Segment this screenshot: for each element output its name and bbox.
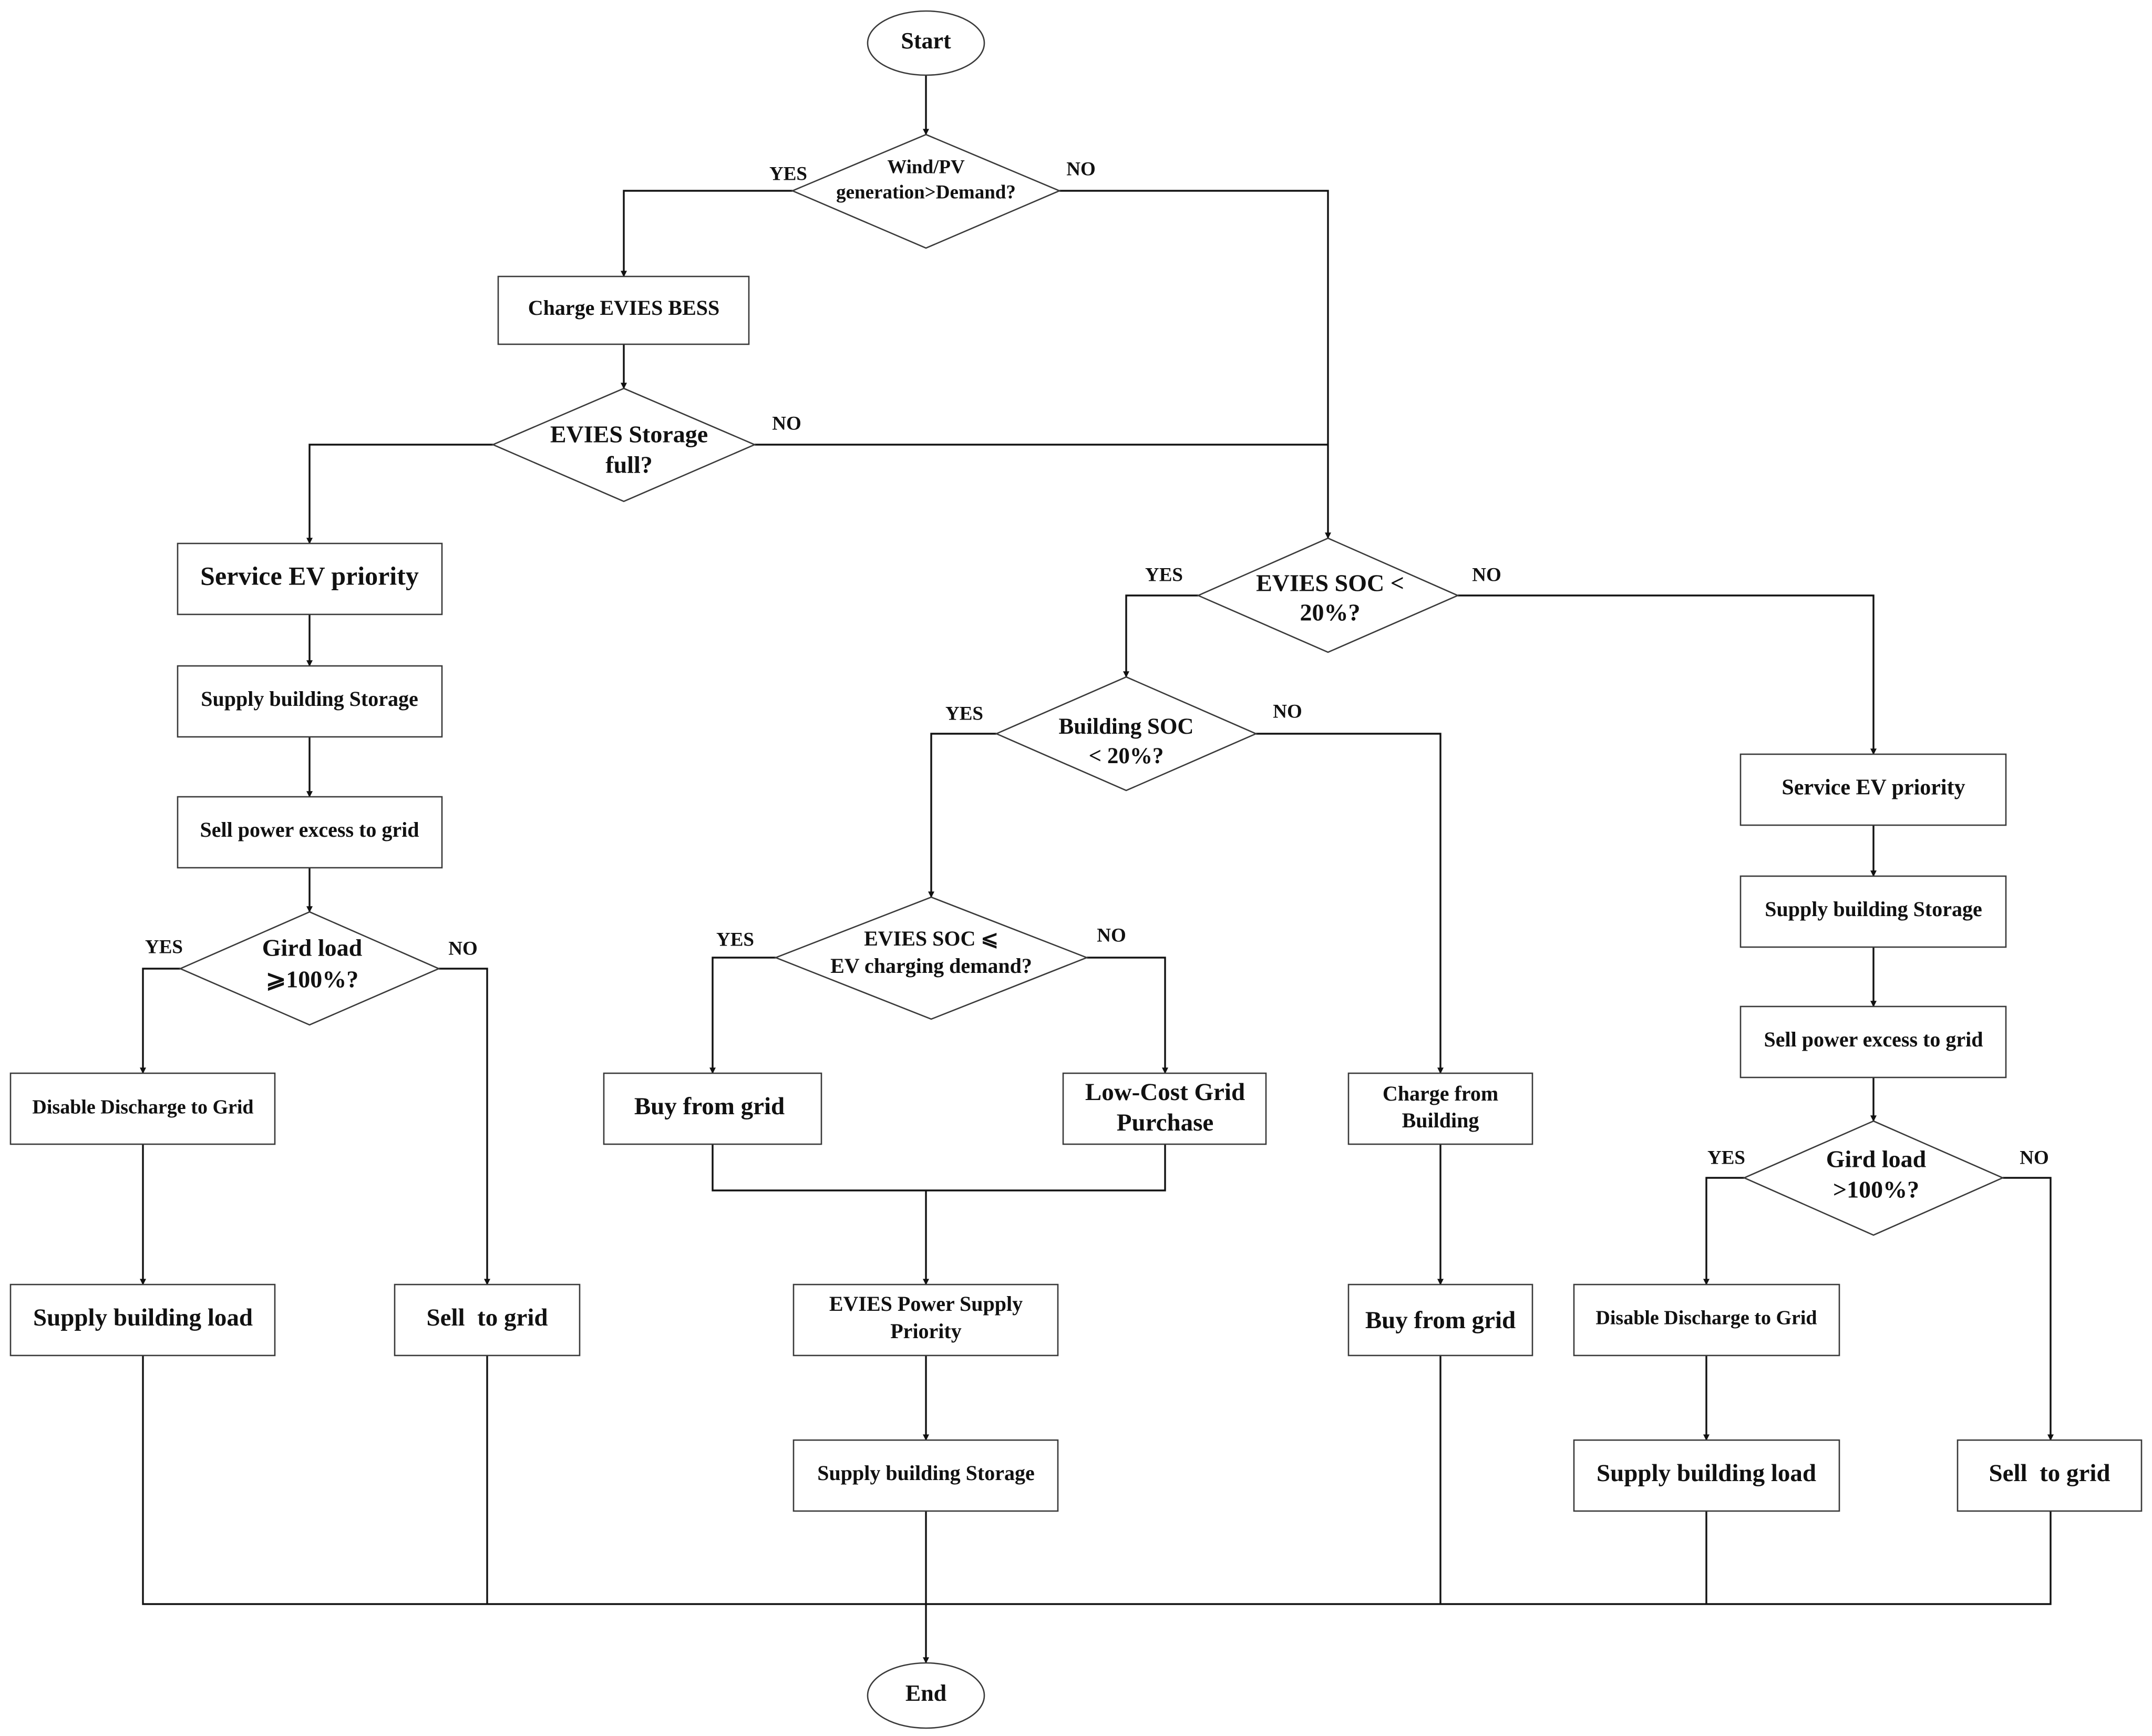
start-label: Start (901, 28, 951, 54)
process-evies-priority (792, 1283, 1059, 1357)
decision-wind-pv-line1: Wind/PV (887, 156, 965, 178)
label-no-wind: NO (1066, 158, 1096, 180)
decision-r-grid-load (1742, 1120, 2005, 1236)
process-charge-building-line2: Building (1402, 1108, 1479, 1132)
decision-evies-soc-line2: 20%? (1300, 599, 1361, 626)
process-buy-grid-2 (1347, 1283, 1533, 1357)
label-yes-evies-soc: YES (1145, 564, 1183, 585)
process-l-sell-excess-label: Sell power excess to grid (200, 818, 419, 841)
process-l-supply-load-label: Supply building load (33, 1304, 253, 1331)
process-evies-priority-line1: EVIES Power Supply (829, 1292, 1023, 1316)
end-label: End (905, 1680, 946, 1706)
decision-l-grid-load (178, 911, 441, 1026)
end-node (867, 1662, 985, 1729)
process-l-sell-grid-label: Sell to grid (426, 1304, 548, 1331)
label-yes-l-grid: YES (145, 936, 183, 958)
process-low-cost-grid-line2: Purchase (1117, 1109, 1214, 1136)
process-charge-building-line1: Charge from (1383, 1082, 1498, 1105)
decision-evies-demand-line2: EV charging demand? (830, 954, 1032, 978)
decision-storage-full-line2: full? (605, 451, 652, 478)
process-buy-grid-2-label: Buy from grid (1365, 1307, 1516, 1334)
process-l-disable-discharge (9, 1072, 276, 1145)
edge-wind-no-to-evies-soc (1059, 190, 1331, 539)
edge-evies-soc-no (1458, 594, 1877, 755)
label-yes-wind: YES (769, 163, 807, 184)
process-c-supply-storage (792, 1439, 1059, 1512)
process-l-disable-discharge-label: Disable Discharge to Grid (32, 1096, 253, 1118)
edge-l-gridload-yes (140, 968, 180, 1074)
connectors (140, 75, 2054, 1664)
branch-labels: YES NO NO YES NO YES NO YES NO YES NO YE… (145, 158, 2049, 1168)
label-no-building-soc: NO (1273, 701, 1302, 722)
decision-evies-soc (1196, 537, 1460, 653)
process-charge-bess (497, 275, 750, 345)
process-l-supply-load (9, 1283, 276, 1357)
edge-r-gridload-yes (1703, 1177, 1744, 1286)
process-r-disable-discharge-label: Disable Discharge to Grid (1595, 1307, 1817, 1329)
label-yes-building-soc: YES (945, 703, 983, 724)
label-no-storage-full: NO (772, 413, 801, 434)
decision-building-soc (994, 676, 1258, 792)
decision-building-soc-line2: < 20%? (1089, 744, 1164, 768)
label-no-evies-demand: NO (1097, 925, 1126, 946)
process-charge-building (1347, 1072, 1533, 1145)
process-r-service-ev-label: Service EV priority (1782, 776, 1965, 800)
process-l-supply-storage (177, 665, 443, 738)
process-buy-grid-1 (603, 1072, 822, 1145)
decision-evies-soc-line1: EVIES SOC < (1256, 570, 1404, 597)
decision-wind-pv (790, 133, 1062, 249)
decision-evies-demand (774, 896, 1089, 1020)
start-node (867, 10, 985, 76)
edge-evies-soc-yes (1123, 594, 1198, 678)
decision-l-grid-load-line2: ⩾100%? (266, 966, 359, 993)
edge-evies-demand-yes (709, 957, 776, 1074)
decision-storage-full (491, 387, 757, 502)
process-l-sell-grid (394, 1283, 581, 1357)
label-yes-evies-demand: YES (716, 929, 754, 950)
decision-storage-full-line1: EVIES Storage (550, 421, 708, 448)
process-evies-priority-line2: Priority (890, 1319, 962, 1343)
process-r-service-ev (1739, 753, 2007, 826)
process-l-service-ev (177, 542, 443, 615)
edge-bottom-bus (142, 1355, 2052, 1605)
label-no-l-grid: NO (448, 938, 478, 959)
edge-wind-yes-to-charge (621, 190, 792, 278)
decision-wind-pv-line2: generation>Demand? (836, 181, 1016, 203)
process-r-supply-storage-label: Supply building Storage (1765, 897, 1982, 921)
process-r-supply-storage (1739, 875, 2007, 948)
process-r-sell-excess-label: Sell power excess to grid (1764, 1028, 1983, 1051)
process-r-disable-discharge (1573, 1283, 1840, 1357)
decision-r-grid-load-line1: Gird load (1826, 1146, 1927, 1173)
label-no-r-grid: NO (2020, 1147, 2049, 1168)
decision-r-grid-load-line2: >100%? (1833, 1176, 1919, 1203)
process-l-sell-excess (177, 796, 443, 869)
decision-evies-demand-line1: EVIES SOC ⩽ (864, 927, 998, 950)
label-yes-r-grid: YES (1707, 1147, 1745, 1168)
edge-building-soc-yes (928, 733, 996, 898)
process-r-sell-grid (1957, 1439, 2143, 1512)
process-r-sell-grid-label: Sell to grid (1989, 1460, 2110, 1487)
process-r-sell-excess (1739, 1005, 2007, 1078)
edge-building-soc-no (1256, 733, 1444, 1074)
edge-evies-demand-no (1087, 957, 1168, 1074)
edge-l-gridload-no (439, 968, 490, 1286)
nodes: Start End Wind/PV generation>Demand? Cha… (9, 10, 2143, 1729)
process-r-supply-load (1573, 1439, 1840, 1512)
process-low-cost-grid (1062, 1072, 1267, 1145)
process-charge-bess-label: Charge EVIES BESS (528, 296, 720, 320)
label-no-evies-soc: NO (1472, 564, 1501, 585)
edge-storage-full-yes (306, 444, 493, 545)
process-low-cost-grid-line1: Low-Cost Grid (1085, 1078, 1245, 1106)
edge-r-gridload-no (2003, 1177, 2054, 1441)
process-l-supply-storage-label: Supply building Storage (201, 687, 418, 711)
process-r-supply-load-label: Supply building load (1597, 1460, 1816, 1487)
process-buy-grid-1-label: Buy from grid (634, 1093, 785, 1120)
decision-building-soc-line1: Building SOC (1059, 714, 1194, 739)
process-l-service-ev-label: Service EV priority (200, 561, 419, 590)
edge-buy-join (712, 1144, 1166, 1191)
decision-l-grid-load-line1: Gird load (262, 934, 363, 961)
process-c-supply-storage-label: Supply building Storage (817, 1461, 1035, 1485)
